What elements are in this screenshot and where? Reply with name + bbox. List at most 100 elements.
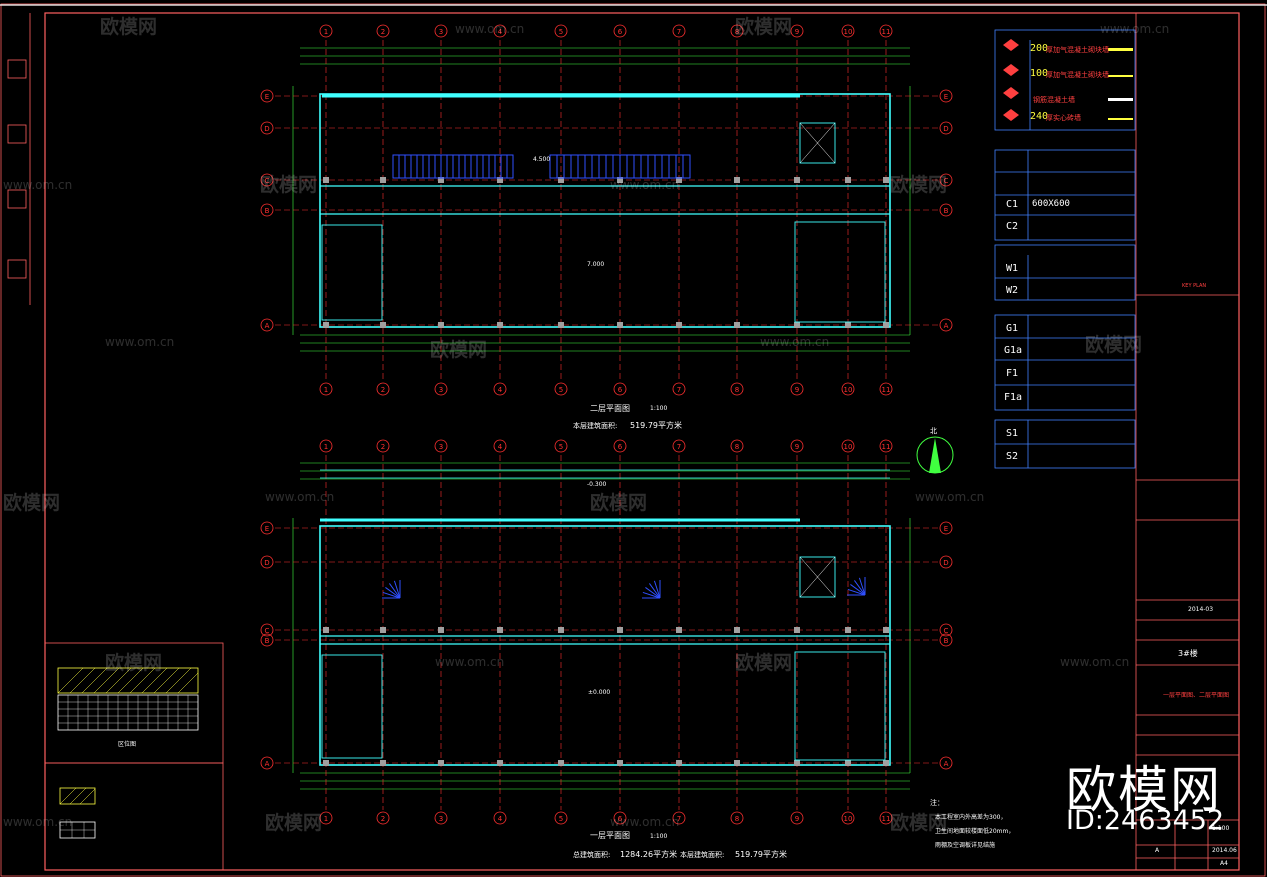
axis-label: 2: [381, 443, 385, 451]
watermark-url: www.om.cn: [610, 815, 680, 829]
axis-bubble: [790, 382, 804, 396]
axis-bubble: [434, 382, 448, 396]
axis-bubble: [939, 633, 953, 647]
watermark-brand: 欧模网: [265, 812, 323, 834]
elevator-cross: [799, 556, 836, 598]
axis-bubble: [376, 439, 390, 453]
axis-bubble: [672, 439, 686, 453]
axis-label: B: [944, 637, 949, 645]
legend-door-code: F1: [1006, 368, 1019, 379]
legend-column-code: C2: [1006, 221, 1019, 232]
watermark-url: www.om.cn: [1100, 22, 1170, 36]
watermark-url: www.om.cn: [760, 335, 830, 349]
stair-tread: [382, 591, 401, 599]
structural-column: [380, 322, 386, 328]
axis-label: 9: [795, 28, 799, 36]
stair-tread: [385, 587, 401, 599]
stair-tread: [847, 588, 866, 596]
elevator-cross: [799, 122, 836, 164]
axis-bubble: [260, 756, 274, 770]
brand-logo-text: 欧模网: [1066, 761, 1222, 819]
axis-label: 4: [498, 386, 503, 394]
legend-wall-w-code: W1: [1006, 263, 1019, 274]
structural-column: [734, 322, 740, 328]
axis-label: 8: [735, 28, 739, 36]
axis-bubble: [260, 203, 274, 217]
axis-label: 5: [559, 443, 563, 451]
axis-bubble: [939, 521, 953, 535]
watermark-brand: 欧模网: [430, 339, 488, 361]
legend-table-frame: [994, 29, 1136, 469]
lower-area2-label: 本层建筑面积:: [680, 851, 725, 859]
watermark-brand: 欧模网: [590, 492, 648, 514]
north-compass: [916, 436, 954, 474]
axis-bubble: [260, 633, 274, 647]
structural-column: [794, 760, 800, 766]
axis-bubble: [790, 24, 804, 38]
wall-type-swatches: [1003, 39, 1133, 121]
watermark-brand: 欧模网: [735, 16, 793, 38]
legend-door-code: G1: [1006, 323, 1019, 334]
axis-bubble: [730, 811, 744, 825]
axis-label: 10: [844, 443, 853, 451]
legend-stair-code: S2: [1006, 451, 1019, 462]
structural-column: [676, 322, 682, 328]
watermark-brand: 欧模网: [105, 652, 163, 674]
axis-label: 3: [439, 28, 443, 36]
legend-wall-desc: 厚加气混凝土砌块墙: [1046, 71, 1109, 79]
structural-column: [438, 760, 444, 766]
axis-bubble: [260, 318, 274, 332]
legend-wall-code: 100: [1030, 68, 1049, 79]
axis-bubble: [730, 382, 744, 396]
axis-label: 11: [882, 386, 891, 394]
structural-column: [617, 322, 623, 328]
drawing-issue-date: 2014.06: [1212, 847, 1237, 854]
axis-label: A: [265, 760, 270, 768]
axis-bubble: [319, 439, 333, 453]
drawing-scale: 1:100: [1212, 825, 1230, 832]
axis-bubble: [939, 121, 953, 135]
structural-column: [734, 627, 740, 633]
axis-bubble: [493, 811, 507, 825]
title-block: [1135, 13, 1239, 870]
elevator-shaft: [799, 122, 836, 164]
axis-bubble: [319, 811, 333, 825]
legend-wall-code: 240: [1030, 111, 1049, 122]
structural-column: [380, 760, 386, 766]
axis-bubble: [493, 382, 507, 396]
structural-column: [676, 177, 682, 183]
note-line: 雨棚及空调板详见结施: [935, 842, 996, 849]
structural-column: [438, 627, 444, 633]
axis-label: A: [944, 322, 949, 330]
axis-bubble: [939, 89, 953, 103]
axis-bubble: [260, 623, 274, 637]
axis-label: 11: [882, 443, 891, 451]
structural-column: [558, 627, 564, 633]
axis-label: 4: [498, 443, 503, 451]
axis-label: 11: [882, 815, 891, 823]
axis-bubble: [939, 623, 953, 637]
axis-label: D: [264, 125, 269, 133]
axis-bubble: [260, 521, 274, 535]
axis-bubble: [939, 555, 953, 569]
axis-label: B: [265, 637, 270, 645]
axis-label: 6: [618, 386, 623, 394]
legend-wall-w-code: W2: [1006, 285, 1019, 296]
axis-bubble: [376, 382, 390, 396]
structural-column: [883, 627, 889, 633]
axis-bubble: [554, 24, 568, 38]
upper-area-value: 519.79平方米: [630, 421, 682, 430]
legend-wall-desc: 厚加气混凝土砌块墙: [1046, 46, 1109, 54]
compass-label: 北: [930, 427, 937, 435]
axis-bubble: [672, 382, 686, 396]
axis-bubble: [613, 24, 627, 38]
stair-outline: [549, 154, 691, 179]
structural-column: [497, 627, 503, 633]
structural-column: [794, 627, 800, 633]
stair-tread: [642, 591, 661, 599]
upper-room-area: 4.500: [533, 156, 551, 163]
structural-column: [734, 760, 740, 766]
structural-column: [794, 177, 800, 183]
axis-label: 1: [324, 386, 328, 394]
axis-label: 9: [795, 386, 799, 394]
